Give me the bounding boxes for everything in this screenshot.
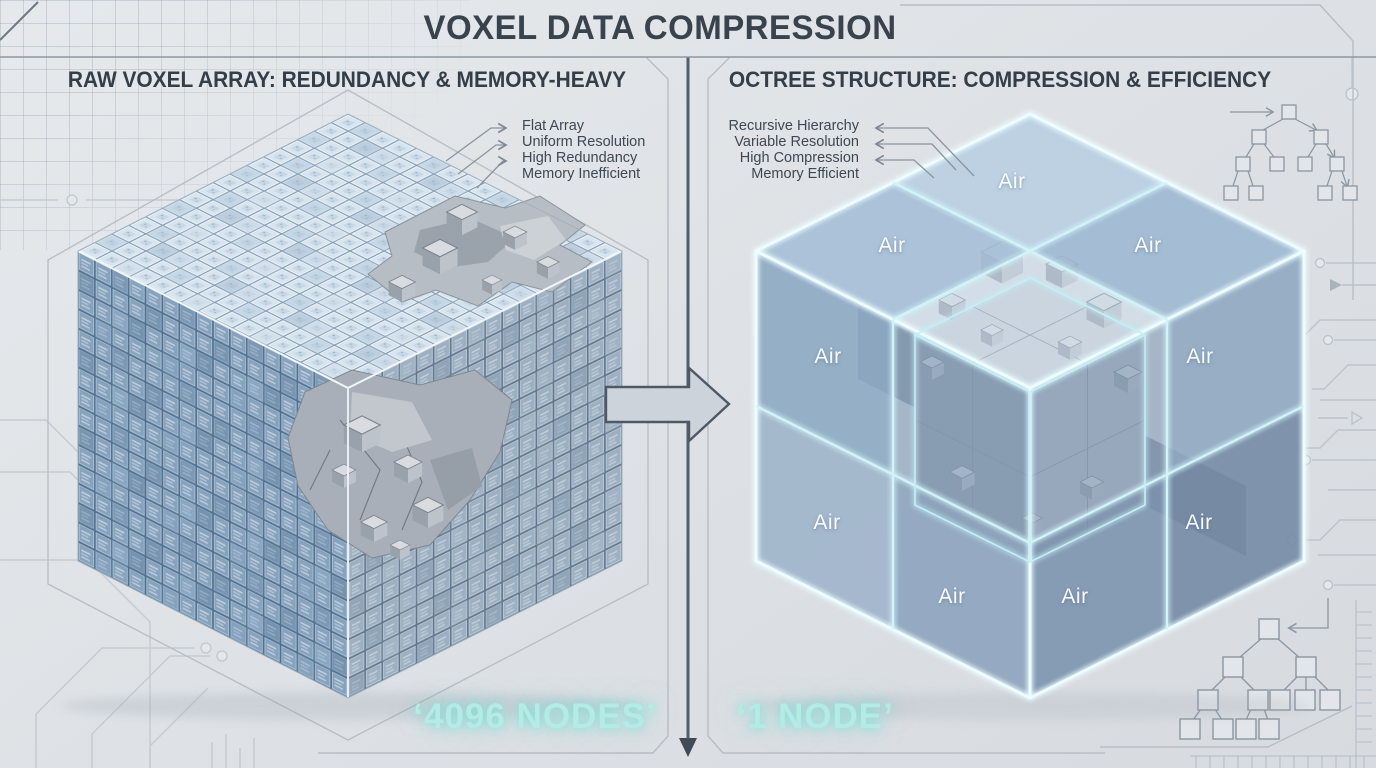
ruler-ticks [1190,600,1376,768]
air-label: Air [1134,234,1162,257]
annotation-item: Memory Inefficient [522,166,641,182]
voxel-cube-edge-highlights [77,113,623,699]
divider-graphics [0,56,1376,757]
octree-glow-edges [754,112,1306,700]
right-panel-header: OCTREE STRUCTURE: COMPRESSION & EFFICIEN… [728,67,1272,92]
annotation-item: Variable Resolution [734,134,859,150]
octree-tree-diagram-bottom [1179,598,1341,740]
flow-arrow-down-icon [679,738,697,757]
left-panel-header: RAW VOXEL ARRAY: REDUNDANCY & MEMORY-HEA… [67,67,627,92]
circuit-traces-right [1286,57,1376,591]
air-label: Air [938,585,966,608]
excavated-rock-top [367,195,593,307]
annotation-arrows-right [874,122,975,179]
air-label: Air [1186,345,1214,368]
excavated-rock-front [287,369,513,561]
annotation-arrows-left [445,122,508,189]
page-title: VOXEL DATA COMPRESSION [423,9,897,47]
voxel-node-count: ‘4096 NODES’ [413,697,657,736]
annotation-item: Flat Array [522,118,585,134]
air-label: Air [1061,585,1089,608]
annotation-item: Memory Efficient [751,166,859,182]
octree-annotations: Recursive Hierarchy Variable Resolution … [728,118,859,182]
air-label: Air [1185,511,1213,534]
hexagon-outline [47,89,649,741]
octree-node-count: ‘1 NODE’ [736,697,894,736]
octree-cube [750,112,1310,720]
raw-voxel-cube [60,113,640,720]
annotation-item: Recursive Hierarchy [728,118,859,134]
air-label: Air [813,511,841,534]
annotation-item: High Redundancy [522,150,638,166]
voxel-annotations: Flat Array Uniform Resolution High Redun… [522,118,645,182]
octree-tree-diagram-top [1223,104,1358,201]
compression-arrow-right-icon [604,365,731,444]
annotation-item: High Compression [739,150,859,166]
air-label: Air [878,234,906,257]
air-label: Air [814,345,842,368]
air-label: Air [998,170,1026,193]
panel-outlines [0,1,1354,754]
annotation-item: Uniform Resolution [522,134,646,150]
